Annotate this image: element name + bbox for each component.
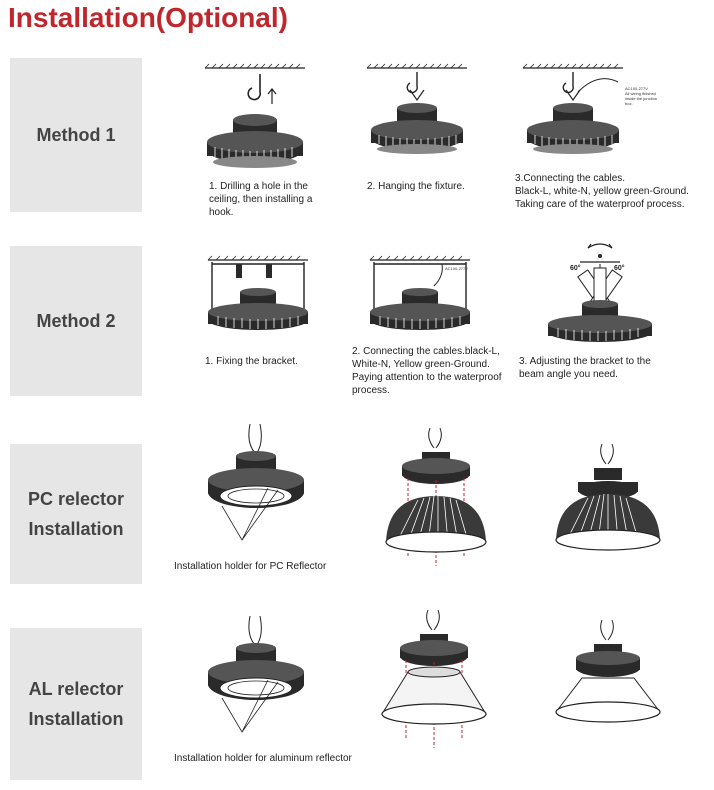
- method1-label-box: Method 1: [10, 58, 142, 212]
- method1-step2-caption: 2. Hanging the fixture.: [367, 181, 465, 192]
- al-label-box: AL relector Installation: [10, 628, 142, 780]
- method2-step1-caption: 1. Fixing the bracket.: [205, 356, 298, 367]
- method2-angle-left: 60°: [570, 265, 581, 272]
- method2-step3-figure: [548, 243, 652, 342]
- method2-angle-right: 60°: [614, 265, 625, 272]
- method2-label-box: Method 2: [10, 246, 142, 396]
- al-caption: Installation holder for aluminum reflect…: [174, 753, 352, 764]
- method1-wiring-note: AC100-277V All wiring finished inside th…: [625, 86, 658, 106]
- method2-label: Method 2: [36, 311, 116, 331]
- method1-step3-figure: [522, 63, 623, 154]
- method1-step1-figure: [204, 63, 305, 168]
- method1-step1-caption: 1. Drilling a hole in the ceiling, then …: [209, 181, 313, 218]
- page-title: Installation(Optional): [8, 2, 288, 33]
- method2-step2-caption: 2. Connecting the cables.black-L, White-…: [352, 346, 502, 396]
- pc-label-line1: PC relector: [27, 489, 125, 509]
- al-label-line2: Installation: [28, 709, 124, 729]
- method1-label: Method 1: [36, 125, 116, 145]
- pc-holder-figure: [208, 423, 304, 541]
- method2-step2-figure: [369, 255, 470, 330]
- al-holder-figure: [208, 615, 304, 733]
- method1-step2-figure: [366, 63, 467, 154]
- pc-label-line2: Installation: [28, 519, 124, 539]
- al-label-line1: AL relector: [28, 679, 124, 699]
- al-assembly-figure: [381, 609, 487, 748]
- method2-step1-figure: [207, 255, 308, 330]
- method2-step3-caption: 3. Adjusting the bracket to the beam ang…: [519, 356, 651, 380]
- pc-caption: Installation holder for PC Reflector: [174, 561, 327, 572]
- method2-wiring-note: AC100-277V: [445, 266, 468, 271]
- method1-step3-caption: 3.Connecting the cables. Black-L, white-…: [515, 173, 689, 210]
- pc-finished-figure: [555, 443, 661, 551]
- al-finished-figure: [555, 619, 661, 723]
- pc-assembly-figure: [385, 427, 487, 566]
- pc-label-box: PC relector Installation: [10, 444, 142, 584]
